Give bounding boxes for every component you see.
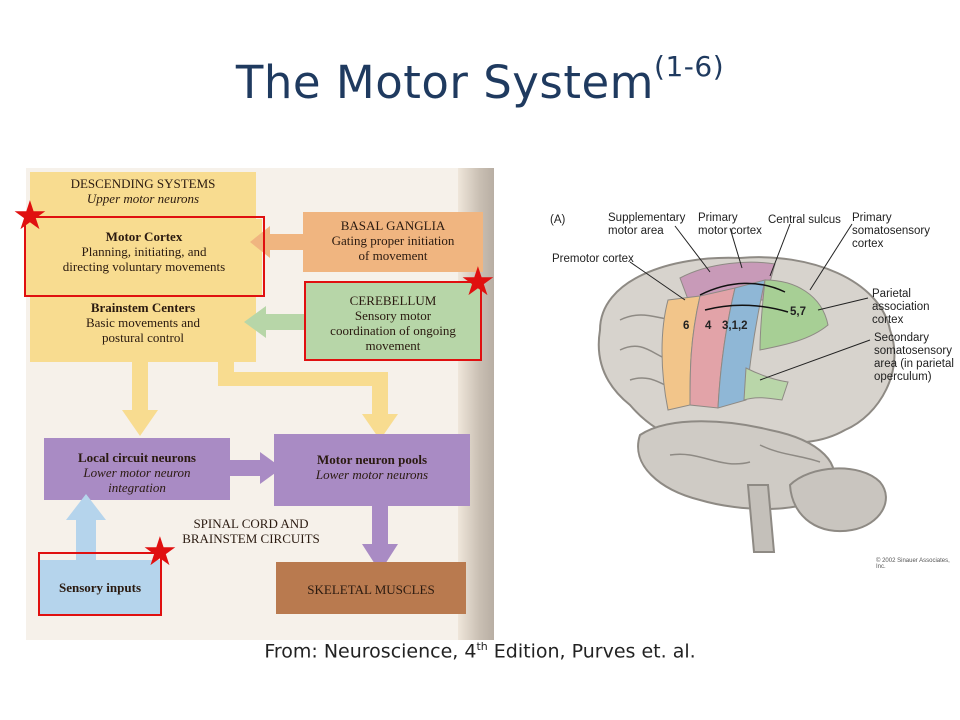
central-sulcus-label: Central sulcus [768, 214, 841, 226]
cerebellum-line2: coordination of ongoing [330, 323, 456, 338]
basal-ganglia-line2: of movement [358, 248, 428, 263]
local-to-pools-arrow [228, 452, 282, 484]
descending-systems-title: DESCENDING SYSTEMS [70, 176, 216, 191]
panel-label: (A) [550, 214, 566, 226]
area-312-label: 3,1,2 [722, 320, 748, 332]
local-circuit-box: Local circuit neurons Lower motor neuron… [44, 438, 230, 500]
brain-illustration [597, 223, 896, 553]
brainstem-line2: postural control [102, 330, 184, 345]
star-icon: ★ [12, 193, 48, 239]
motor-cortex-box: Motor Cortex Planning, initiating, and d… [26, 219, 262, 295]
sensory-to-local-arrow [66, 494, 106, 560]
basal-ganglia-box: BASAL GANGLIA Gating proper initiation o… [303, 212, 483, 272]
premotor-cortex-label: Premotor cortex [552, 253, 634, 265]
motor-pools-heading: Motor neuron pools [316, 452, 428, 467]
cerebellum-highlight [304, 281, 482, 361]
motor-cortex-line2: directing voluntary movements [62, 259, 226, 274]
caption-superscript: th [476, 640, 488, 653]
page-title: The Motor System(1-6) [235, 50, 725, 109]
area-4-label: 4 [705, 320, 712, 332]
brainstem-connector-horizontal [218, 372, 388, 386]
primary-somatosensory-label: Primary somatosensory cortex [852, 212, 930, 250]
cerebellum-box: CEREBELLUM Sensory motor coordination of… [306, 283, 480, 359]
descending-systems-subtitle: Upper motor neurons [86, 191, 200, 206]
descending-systems-header: DESCENDING SYSTEMS Upper motor neurons [30, 176, 256, 206]
basal-ganglia-line1: Gating proper initiation [331, 233, 455, 248]
secondary-somatosensory-label: Secondary somatosensory area (in parieta… [874, 332, 954, 383]
brainstem-to-pools-arrow [362, 380, 398, 440]
brainstem-line1: Basic movements and [85, 315, 201, 330]
brainstem-to-local-arrow [122, 362, 158, 436]
local-circuit-heading: Local circuit neurons [78, 450, 196, 465]
sensory-inputs-highlight [38, 552, 162, 616]
area-6-label: 6 [683, 320, 690, 332]
local-circuit-line2: integration [108, 480, 166, 495]
motor-cortex-highlight [24, 216, 265, 297]
skeletal-muscles-label: SKELETAL MUSCLES [307, 582, 435, 597]
spinal-line2: BRAINSTEM CIRCUITS [182, 531, 320, 546]
motor-pools-box: Motor neuron pools Lower motor neurons [274, 434, 470, 506]
brainstem-box: Brainstem Centers Basic movements and po… [30, 300, 256, 345]
skeletal-muscles-box: SKELETAL MUSCLES [276, 562, 466, 614]
supplementary-motor-label: Supplementary motor area [608, 212, 686, 237]
sensory-inputs-label: Sensory inputs [59, 580, 141, 595]
parietal-association-label: Parietal association cortex [872, 288, 930, 326]
cerebellum-line1: Sensory motor [354, 308, 432, 323]
motor-cortex-line1: Planning, initiating, and [81, 244, 207, 259]
brainstem-heading: Brainstem Centers [90, 300, 196, 315]
source-caption: From: Neuroscience, 4th Edition, Purves … [264, 640, 696, 663]
motor-cortex-heading: Motor Cortex [105, 229, 183, 244]
star-icon: ★ [460, 259, 496, 305]
sensory-inputs-box: Sensory inputs [40, 560, 160, 614]
basal-ganglia-heading: BASAL GANGLIA [340, 218, 446, 233]
motor-pools-line1: Lower motor neurons [315, 467, 429, 482]
copyright-note: © 2002 Sinauer Associates, Inc. [876, 558, 950, 570]
title-superscript: (1-6) [654, 50, 725, 83]
cerebellum-line3: movement [365, 338, 421, 353]
cerebellum-to-brainstem-arrow [244, 306, 306, 338]
spinal-line1: SPINAL CORD AND [193, 516, 309, 531]
primary-motor-label: Primary motor cortex [698, 212, 762, 237]
pools-to-muscles-arrow [362, 504, 398, 572]
spinal-cord-label: SPINAL CORD AND BRAINSTEM CIRCUITS [176, 516, 326, 546]
cerebellum-heading: CEREBELLUM [349, 293, 437, 308]
star-icon: ★ [142, 529, 178, 575]
area-57-label: 5,7 [790, 306, 806, 318]
local-circuit-line1: Lower motor neuron [83, 465, 191, 480]
